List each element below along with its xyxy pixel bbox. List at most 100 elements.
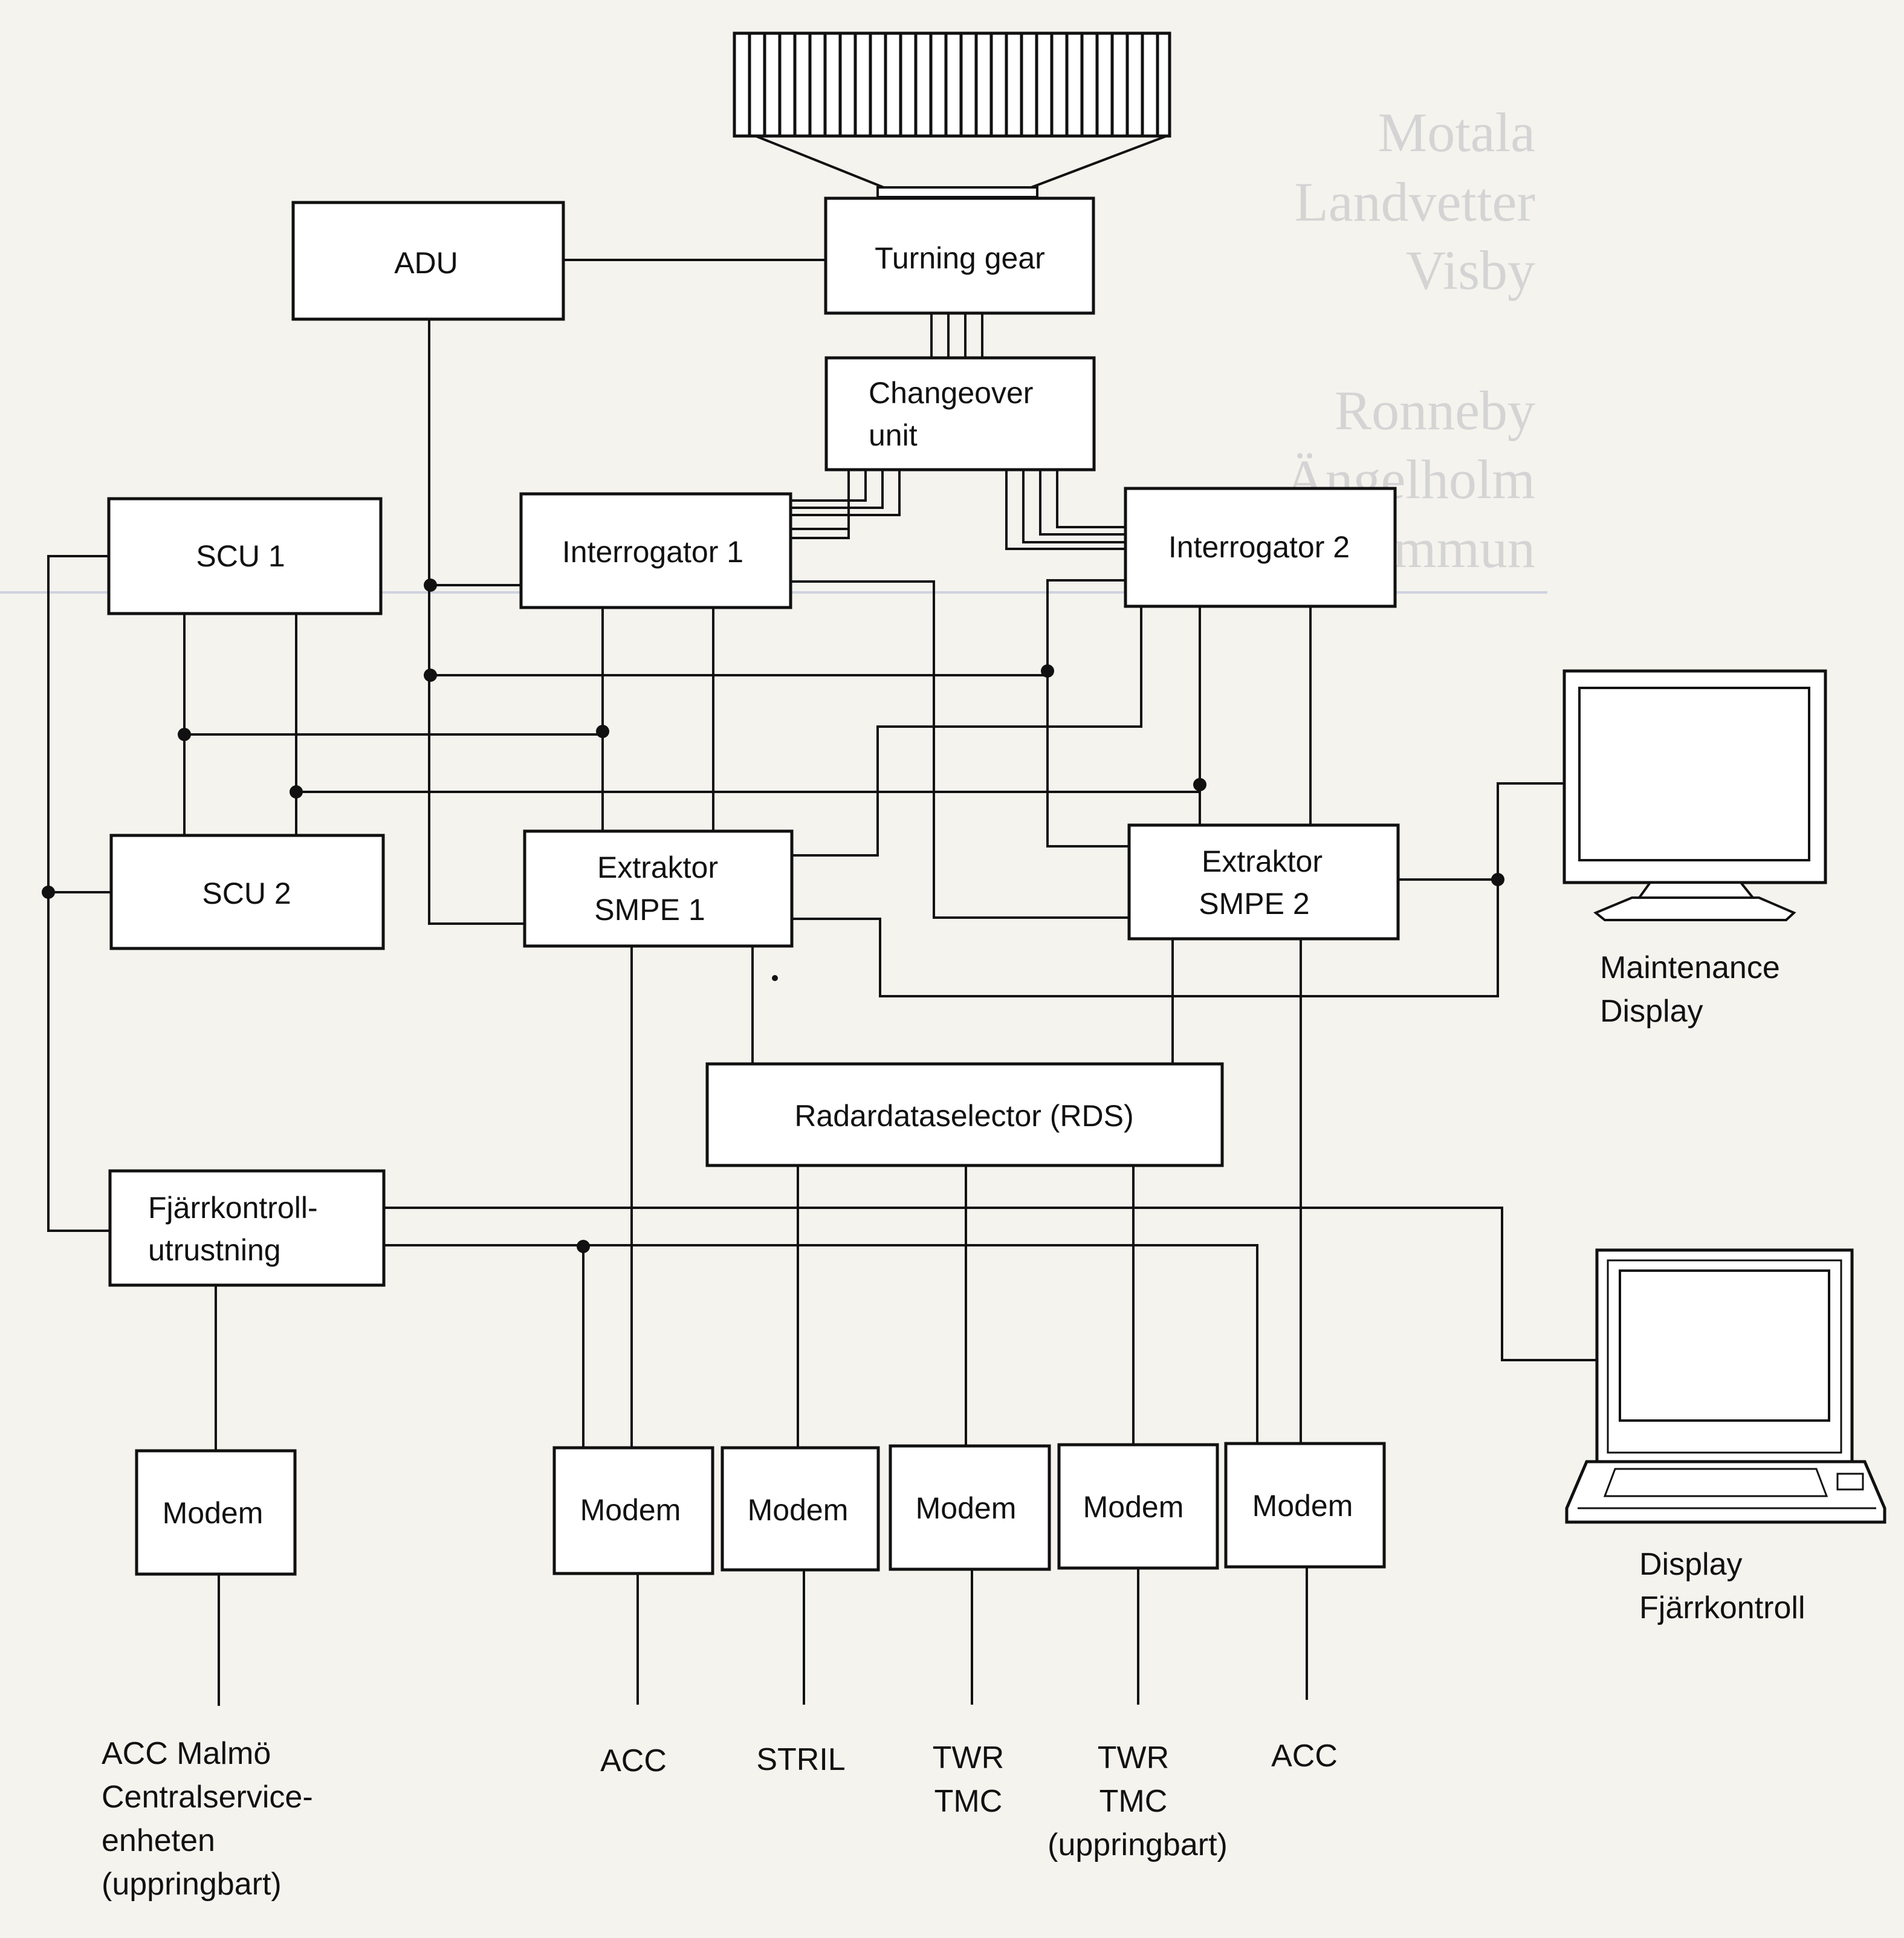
lines-turning-changeover [930,313,983,358]
scu1-label: SCU 1 [196,539,285,573]
line-adu-extraktor1 [428,319,525,925]
maintenance-display-monitor [1562,669,1827,921]
junction-dot [42,886,55,899]
output-twr2-line1: TWR [1098,1740,1169,1775]
fjarrkontroll-box [108,1169,386,1287]
modem-box-twr2 [1057,1443,1219,1570]
monitor-stand [1593,896,1796,921]
junction-dot [424,669,437,682]
fjarrkontroll-label-line2: utrustning [148,1233,281,1267]
output-acc1: ACC [600,1743,667,1778]
ghost-text: Motala [1378,102,1535,163]
interrogator1-label: Interrogator 1 [562,535,743,569]
ghost-text: Landvetter [1295,171,1535,233]
scu1-box [107,497,383,615]
junction-dot [424,578,437,592]
junction-dots [42,578,1504,1253]
changeover-label-line1: Changeover [869,376,1033,410]
modem-label: Modem [1083,1490,1184,1524]
junction-dot [1491,873,1504,886]
lines-changeover-interrogator2 [1005,470,1125,550]
turning-gear-label: Turning gear [875,241,1045,275]
laptop-screen [1619,1269,1830,1422]
modem-label: Modem [748,1493,849,1527]
line-interrogator1-extraktor2 [791,580,1129,919]
junction-dot [1041,664,1054,678]
extraktor2-box [1127,823,1400,941]
fjarrkontroll-label-line1: Fjärrkontroll- [148,1191,318,1225]
maintenance-display-caption-line2: Display [1600,994,1703,1029]
turning-gear-box [824,196,1095,315]
modem-label: Modem [163,1496,264,1530]
monitor-neck [1637,881,1756,899]
extraktor2-label-line1: Extraktor [1202,844,1323,878]
line-interrogator2-extraktor2 [1046,579,1129,847]
line-fjarr-modems [384,1244,1258,1448]
lines-changeover-interrogator1 [791,470,901,539]
adu-box [291,201,565,321]
output-acc-malmo-line2: Centralservice- [102,1780,313,1815]
changeover-unit-box [824,356,1096,472]
antenna-base [876,186,1038,198]
maintenance-display-caption-line1: Maintenance [1600,950,1780,985]
output-twr2-line3: (uppringbart) [1048,1827,1228,1862]
modem-box-acc2 [1224,1442,1386,1569]
output-acc-malmo-line1: ACC Malmö [102,1736,271,1771]
junction-dot [178,728,191,741]
laptop-touchpad [1836,1473,1864,1491]
output-stril: STRIL [756,1742,845,1777]
modem-box-acc1 [552,1446,714,1575]
adu-label: ADU [394,246,458,280]
antenna-array [733,31,1171,138]
output-labels: ACC Malmö Centralservice- enheten (uppri… [102,1736,1338,1902]
interrogator1-box [519,492,792,609]
blocks [107,196,1400,1576]
modem-label: Modem [916,1491,1017,1525]
monitor-screen [1578,687,1810,861]
output-acc2: ACC [1271,1739,1338,1774]
extraktor1-label-line1: Extraktor [597,851,718,884]
antenna-mount [755,135,1167,189]
ghost-text: Visby [1406,239,1535,301]
line-fjarr-remote-display [384,1207,1597,1361]
output-twr1-line1: TWR [933,1740,1004,1775]
junction-dot [772,975,778,981]
remote-display-caption-line2: Fjärrkontroll [1639,1590,1805,1625]
output-twr1-line2: TMC [934,1784,1003,1819]
junction-dot [1193,778,1206,791]
rds-box [705,1062,1224,1167]
laptop-keyboard [1603,1468,1828,1497]
lines-rds-modems [797,1165,1135,1448]
lines-modem-outputs [218,1567,1308,1706]
modem-box-stril [720,1446,880,1572]
connection-lines [47,135,1597,1706]
extraktor1-label-line2: SMPE 1 [594,893,705,927]
lines-interrogator2-verticals [1199,606,1312,825]
modem-box-twr1 [889,1444,1051,1571]
block-labels: ADU Turning gear Changeover unit SCU 1 I… [148,241,1353,1530]
remote-display-caption-line1: Display [1639,1547,1743,1582]
modem-label: Modem [580,1493,681,1527]
interrogator2-label: Interrogator 2 [1168,530,1350,564]
lines-scu-verticals [183,614,297,835]
junction-dot [577,1240,590,1253]
output-twr2-line2: TMC [1099,1784,1168,1819]
modem-label: Modem [1252,1489,1353,1523]
extraktor2-label-line2: SMPE 2 [1199,887,1309,921]
remote-display-laptop [1565,1248,1886,1524]
extraktor1-box [523,829,794,948]
lines-interrogator1-extraktor1 [601,608,714,831]
modem-box-malmo [135,1449,297,1576]
line-interrogator2-extraktor1 [792,606,1142,857]
scu2-box [109,834,385,950]
ghost-text: Ronneby [1335,380,1535,441]
output-acc-malmo-line4: (uppringbart) [102,1867,282,1902]
junction-dot [290,785,303,799]
junction-dot [596,725,609,738]
rds-label: Radardataselector (RDS) [794,1099,1133,1133]
scu2-label: SCU 2 [202,877,291,910]
line-maintenance-display [792,782,1564,997]
changeover-label-line2: unit [869,418,918,452]
